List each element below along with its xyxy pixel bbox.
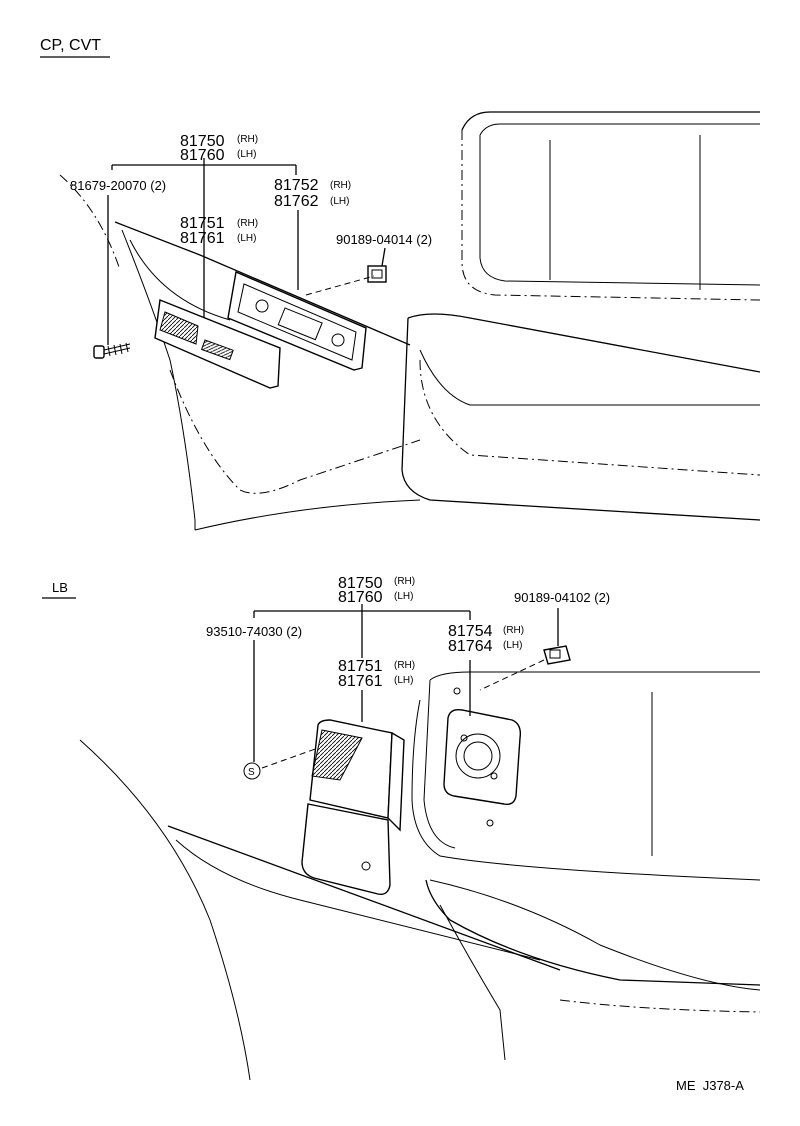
label-81754-rh: (RH) bbox=[503, 625, 524, 636]
bottom-leader-lines bbox=[253, 604, 559, 769]
label-81760-top: 81760 bbox=[180, 147, 225, 164]
label-81751-rh-top: (RH) bbox=[237, 218, 258, 229]
top-heading: CP, CVT bbox=[40, 37, 101, 54]
lamp-81751-bottom bbox=[301, 719, 405, 895]
label-81750-top: 81750 bbox=[180, 133, 225, 150]
label-81760-lh-top: (LH) bbox=[237, 149, 256, 160]
label-81751-top: 81751 bbox=[180, 215, 225, 232]
label-nut-bottom: 90189-04102 (2) bbox=[514, 590, 610, 605]
top-section: CP, CVT bbox=[40, 37, 761, 531]
drawing-code: ME J378-A bbox=[676, 1078, 744, 1093]
screw-symbol-text: S bbox=[248, 767, 255, 778]
lens-81751 bbox=[154, 299, 281, 389]
housing-81752 bbox=[227, 271, 367, 371]
label-nut-top: 90189-04014 (2) bbox=[336, 232, 432, 247]
label-81752-rh: (RH) bbox=[330, 180, 351, 191]
label-81761-top: 81761 bbox=[180, 230, 225, 247]
nut-90189-04102-icon bbox=[543, 645, 571, 665]
label-81760-lh-bottom: (LH) bbox=[394, 591, 413, 602]
screw-symbol-icon: S bbox=[243, 762, 261, 780]
label-screw-bottom: 93510-74030 (2) bbox=[206, 624, 302, 639]
top-body-outline bbox=[59, 111, 761, 531]
label-81752: 81752 bbox=[274, 177, 319, 194]
nut-90189-04014-icon bbox=[367, 265, 387, 283]
label-81750-rh-top: (RH) bbox=[237, 134, 258, 145]
bottom-section: LB bbox=[42, 575, 761, 1081]
label-81760-bottom: 81760 bbox=[338, 589, 383, 606]
label-81764-lh: (LH) bbox=[503, 640, 522, 651]
top-leader-lines bbox=[107, 158, 386, 345]
label-81762: 81762 bbox=[274, 193, 319, 210]
bottom-heading: LB bbox=[52, 580, 68, 595]
bottom-body-outline bbox=[79, 671, 761, 1081]
label-screw-top: 81679-20070 (2) bbox=[70, 178, 166, 193]
screw-81679-icon bbox=[93, 342, 131, 359]
label-81751-rh-bottom: (RH) bbox=[394, 660, 415, 671]
label-81750-rh-bottom: (RH) bbox=[394, 576, 415, 587]
label-81762-lh: (LH) bbox=[330, 196, 349, 207]
label-81761-lh-bottom: (LH) bbox=[394, 675, 413, 686]
label-81761-lh-top: (LH) bbox=[237, 233, 256, 244]
label-81761-bottom: 81761 bbox=[338, 673, 383, 690]
label-81764: 81764 bbox=[448, 638, 493, 655]
label-81754: 81754 bbox=[448, 623, 493, 640]
gasket-81754 bbox=[443, 687, 522, 827]
label-81750-bottom: 81750 bbox=[338, 575, 383, 592]
label-81751-bottom: 81751 bbox=[338, 658, 383, 675]
